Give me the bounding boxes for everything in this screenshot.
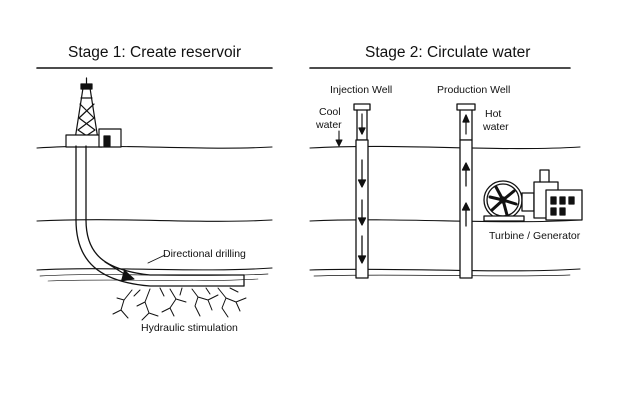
directional-drilling-label: Directional drilling (163, 248, 246, 260)
cool-water-arrowhead (335, 139, 343, 147)
hot-label-line1: Hot (485, 108, 502, 120)
hydraulic-stimulation-label: Hydraulic stimulation (141, 322, 238, 334)
turbine-generator-icon (483, 169, 583, 222)
production-well (456, 103, 476, 279)
directional-wellbore (75, 145, 245, 287)
stage1-title: Stage 1: Create reservoir (68, 44, 242, 61)
stage2-title: Stage 2: Circulate water (365, 44, 531, 61)
directional-leader (147, 254, 166, 264)
hydraulic-fractures (112, 287, 247, 321)
production-well-label: Production Well (437, 84, 511, 96)
cool-label-line2: water (316, 119, 342, 131)
stage1-ground-layers (36, 145, 273, 282)
stage2-ground-layers (309, 145, 581, 277)
drilling-rig-icon (65, 77, 122, 148)
hot-label-line2: water (483, 121, 509, 133)
turbine-generator-label: Turbine / Generator (489, 230, 581, 242)
cool-label-line1: Cool (319, 106, 341, 118)
injection-well (353, 103, 371, 279)
injection-well-label: Injection Well (330, 84, 393, 96)
